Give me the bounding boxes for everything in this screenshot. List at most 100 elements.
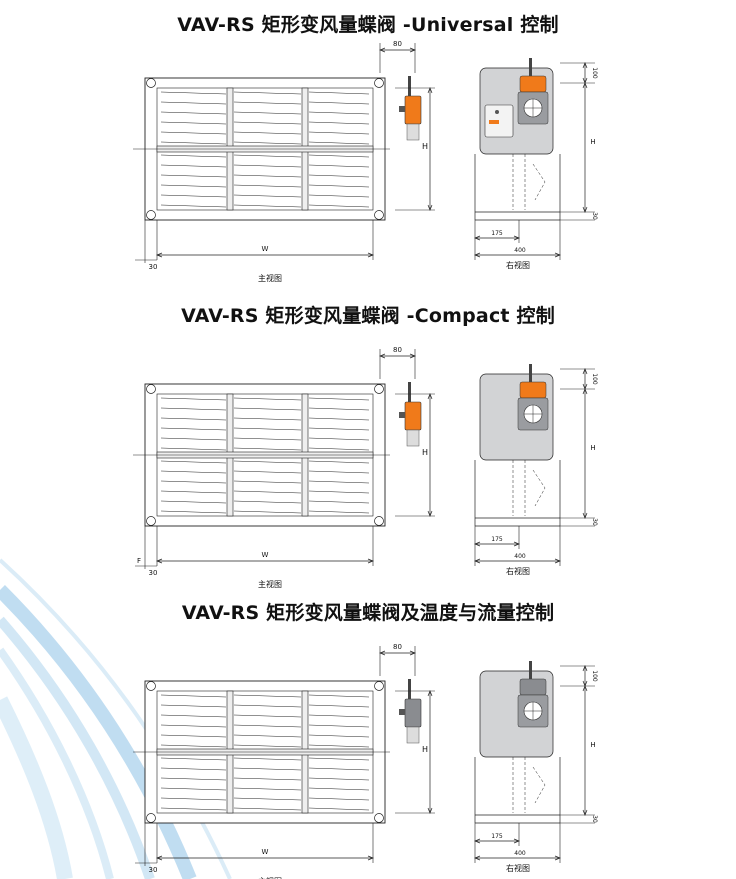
- blade-line: [233, 164, 302, 168]
- actuator-cable: [529, 364, 532, 382]
- blade-line: [308, 744, 370, 748]
- arrow-head: [427, 807, 433, 814]
- blade-line: [160, 744, 227, 748]
- bolt-icon: [146, 813, 156, 823]
- blade-line: [308, 174, 370, 178]
- blade-line: [233, 407, 302, 411]
- actuator-cable: [408, 679, 411, 699]
- actuator-shaft: [399, 709, 405, 715]
- blade-line: [233, 807, 302, 811]
- arrow-head: [513, 235, 520, 241]
- blade-line: [308, 131, 370, 135]
- blade-line: [233, 121, 302, 125]
- blade-line: [160, 174, 227, 178]
- blade-line: [160, 500, 227, 504]
- arrow-head: [427, 690, 433, 697]
- blade-line: [308, 807, 370, 811]
- blade-line: [233, 767, 302, 771]
- blade-line: [160, 121, 227, 125]
- blade-line: [160, 111, 227, 115]
- blade-line: [233, 447, 302, 451]
- blade-line: [233, 787, 302, 791]
- dimension-label-30: 30: [149, 263, 158, 271]
- blade-line: [160, 194, 227, 198]
- view-caption-side: 右视图: [506, 566, 530, 576]
- blade-line: [308, 427, 370, 431]
- view-caption-front: 主视图: [258, 579, 282, 589]
- blade-line: [308, 724, 370, 728]
- arrow-head: [513, 541, 520, 547]
- bolt-icon: [374, 78, 384, 88]
- blade-line: [233, 714, 302, 718]
- arrow-head: [474, 252, 481, 258]
- actuator-shaft: [399, 412, 405, 418]
- blade-line: [308, 767, 370, 771]
- blade-line: [160, 787, 227, 791]
- blade-line: [308, 407, 370, 411]
- blade-line: [160, 164, 227, 168]
- dimension-label-80: 80: [393, 40, 402, 48]
- blade-line: [233, 777, 302, 781]
- blade-line: [308, 500, 370, 504]
- dimension-label-w: W: [262, 245, 269, 253]
- blade-line: [160, 460, 227, 464]
- arrow-head: [582, 368, 588, 375]
- blade-line: [160, 427, 227, 431]
- blade-line: [160, 714, 227, 718]
- dimension-label-400: 400: [514, 553, 526, 560]
- actuator-shaft: [399, 106, 405, 112]
- blade-line: [308, 397, 370, 401]
- arrow-head: [156, 558, 163, 564]
- actuator-cable: [529, 661, 532, 679]
- arrow-head: [474, 558, 481, 564]
- blade-line: [233, 417, 302, 421]
- dimension-label-30: 30: [149, 866, 158, 874]
- section-title: VAV-RS 矩形变风量蝶阀及温度与流量控制: [181, 602, 555, 624]
- blade-line: [160, 397, 227, 401]
- arrow-head: [582, 809, 588, 816]
- blade-line: [160, 777, 227, 781]
- bolt-icon: [146, 78, 156, 88]
- dimension-label-h: H: [422, 448, 428, 457]
- bolt-icon: [374, 210, 384, 220]
- actuator-body: [404, 401, 422, 431]
- actuator-body: [404, 698, 422, 728]
- dimension-label-h: H: [422, 142, 428, 151]
- dimension-label-h: H: [590, 444, 595, 452]
- dimension-label-f: F: [137, 557, 141, 565]
- arrow-head: [513, 838, 520, 844]
- arrow-head: [554, 558, 561, 564]
- dimension-label-400: 400: [514, 850, 526, 857]
- blade-line: [160, 470, 227, 474]
- actuator-top: [519, 678, 547, 696]
- blade-line: [308, 694, 370, 698]
- blade-line: [308, 184, 370, 188]
- dimension-label-175: 175: [491, 230, 503, 237]
- blade-line: [160, 407, 227, 411]
- blade-line: [308, 787, 370, 791]
- blade-line: [160, 184, 227, 188]
- blade-line: [308, 91, 370, 95]
- blade-line: [160, 91, 227, 95]
- arrow-head: [156, 855, 163, 861]
- arrow-head: [379, 353, 386, 359]
- blade-line: [233, 174, 302, 178]
- arrow-head: [156, 252, 163, 258]
- hidden-line: [532, 469, 546, 507]
- actuator-cable: [408, 76, 411, 96]
- dimension-label-30: 30: [591, 212, 598, 220]
- section-title: VAV-RS 矩形变风量蝶阀 -Compact 控制: [181, 305, 555, 327]
- blade-line: [308, 121, 370, 125]
- dimension-label-w: W: [262, 848, 269, 856]
- section-title: VAV-RS 矩形变风量蝶阀 -Universal 控制: [177, 14, 559, 36]
- blade-line: [160, 141, 227, 145]
- arrow-head: [474, 838, 481, 844]
- actuator-bracket: [406, 726, 420, 744]
- actuator-body: [404, 95, 422, 125]
- view-caption-front: 主视图: [258, 273, 282, 283]
- dimension-label-30: 30: [149, 569, 158, 577]
